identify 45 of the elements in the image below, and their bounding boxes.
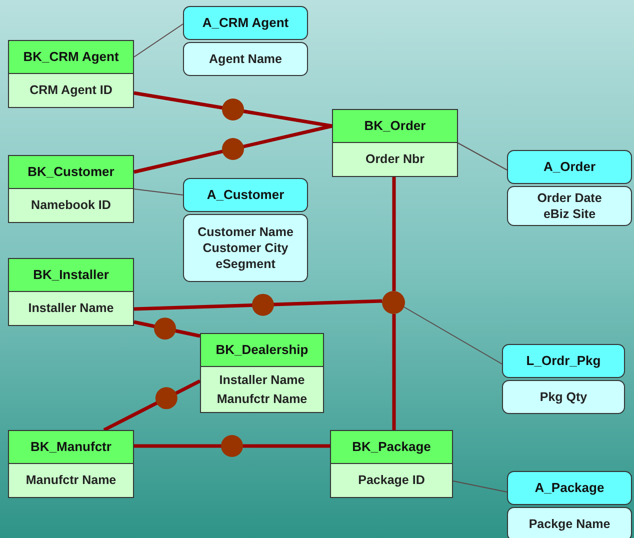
attribute-list: Agent Name [183,42,308,76]
attribute-text: Installer Name [28,300,114,317]
connector-line [404,306,502,364]
attribute-text: Manufctr Name [26,472,116,489]
table-header: BK_Installer [9,259,133,292]
table-header: L_Ordr_Pkg [502,344,625,378]
connector-line [134,91,332,128]
attribute-text: Order Nbr [365,151,425,168]
attribute-text: CRM Agent ID [30,82,112,99]
attribute-list: Customer Name Customer City eSegment [183,214,308,282]
attribute-text: Package ID [358,472,425,489]
hub-table [200,333,324,413]
table-header: A_Customer [183,178,308,212]
hub-table [8,40,134,108]
hub-table [8,258,134,326]
table-header: A_Order [507,150,632,184]
connector-line [134,444,330,448]
attribute-text: Manufctr Name [216,390,308,408]
connector-line [134,188,184,196]
attribute-text: Installer Name [219,372,305,388]
connector-line [458,142,508,170]
table-header: BK_CRM Agent [9,41,133,74]
connector-line [134,299,382,311]
attribute-text: Namebook ID [31,197,111,214]
attribute-list: Packge Name [507,507,632,538]
hub-table [330,430,453,498]
connector-line [134,320,200,338]
table-header: BK_Manufctr [9,431,133,464]
table-header: A_Package [507,471,632,505]
connector-line [452,480,508,492]
connector-line [392,177,396,291]
table-header: BK_Customer [9,156,133,189]
table-header: BK_Dealership [201,334,323,367]
table-header: BK_Order [333,110,457,143]
connector-line [392,314,396,430]
connector-line [103,379,201,432]
hub-table [8,430,134,498]
hub-table [8,155,134,223]
hub-table [332,109,458,177]
connector-line [134,124,332,174]
connector-line [134,24,184,58]
attribute-list: Pkg Qty [502,380,625,414]
table-header: A_CRM Agent [183,6,308,40]
attribute-list: Order Date eBiz Site [507,186,632,226]
table-header: BK_Package [331,431,452,464]
